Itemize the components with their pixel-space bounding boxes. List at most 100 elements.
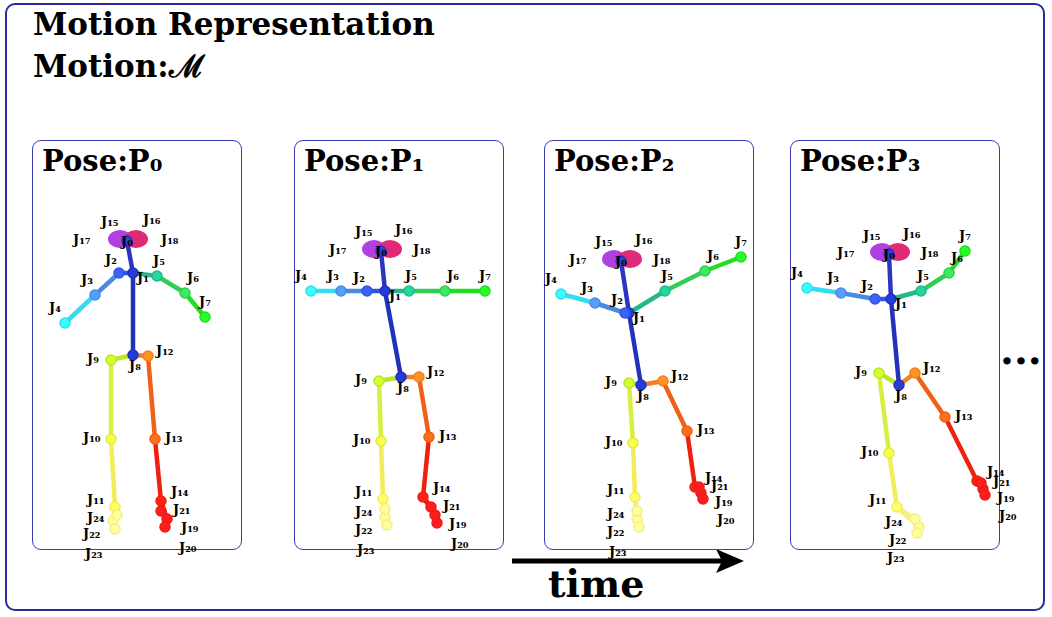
joint-label: J₁₇ xyxy=(837,246,855,259)
bone-line xyxy=(385,291,401,377)
bone-line xyxy=(663,381,687,431)
joint-dot xyxy=(682,426,692,436)
bone-line xyxy=(111,439,115,507)
joint-dot xyxy=(378,494,388,504)
joint-label: J₁₆ xyxy=(635,233,653,246)
joint-label: J₁₆ xyxy=(395,223,413,236)
joint-label: J₁₄ xyxy=(171,485,189,498)
joint-dot xyxy=(836,288,846,298)
joint-dot xyxy=(380,286,390,296)
joint-dot xyxy=(886,294,896,304)
bone-line xyxy=(629,383,633,443)
joint-label: J₁₃ xyxy=(955,409,973,422)
joint-label: J₈ xyxy=(637,389,649,402)
joint-dot xyxy=(382,520,392,530)
joint-label: J₁₈ xyxy=(161,233,179,246)
joint-label: J₁₀ xyxy=(605,435,623,448)
joint-label: J₁₅ xyxy=(101,215,119,228)
joint-dot xyxy=(160,522,170,532)
joint-dot xyxy=(940,412,950,422)
joint-dot xyxy=(874,368,884,378)
joint-dot xyxy=(480,286,490,296)
joint-label: J₁ xyxy=(389,289,401,302)
bone-line xyxy=(445,289,485,294)
pose-heading: Pose:P₂ xyxy=(554,145,674,178)
joint-dot xyxy=(180,288,190,298)
joint-label: J₀ xyxy=(121,235,133,248)
joint-dot xyxy=(910,368,920,378)
joint-dot xyxy=(418,492,428,502)
ellipsis-label: ... xyxy=(1000,330,1042,370)
bone-line xyxy=(65,295,95,323)
joint-label: J₁₈ xyxy=(921,246,939,259)
joint-dot xyxy=(414,372,424,382)
joint-label: J₅ xyxy=(153,254,165,267)
joint-dot xyxy=(374,376,384,386)
pose-heading: Pose:P₁ xyxy=(304,145,424,178)
joint-label: J₁₂ xyxy=(671,369,689,382)
joint-dot xyxy=(628,438,638,448)
joint-label: J₂₄ xyxy=(355,505,373,518)
joint-dot xyxy=(112,510,122,520)
bone-line xyxy=(131,273,136,355)
joint-dot xyxy=(884,448,894,458)
bone-line xyxy=(155,439,161,501)
joint-label: J₂₁ xyxy=(173,503,191,516)
bone-line xyxy=(109,360,114,439)
joint-label: J₁₃ xyxy=(165,431,183,444)
joint-label: J₂ xyxy=(105,253,117,266)
joint-label: J₄ xyxy=(545,272,557,285)
joint-dot xyxy=(156,506,166,516)
joint-label: J₁₇ xyxy=(329,243,347,256)
joint-label: J₆ xyxy=(707,249,719,262)
joint-label: J₁₉ xyxy=(181,521,199,534)
joint-dot xyxy=(106,355,116,365)
joint-label: J₁₆ xyxy=(143,213,161,226)
joint-dot xyxy=(870,294,880,304)
joint-label: J₂₂ xyxy=(83,527,101,540)
joint-dot xyxy=(658,376,668,386)
joint-label: J₂₂ xyxy=(889,533,907,546)
joint-label: J₁₇ xyxy=(569,253,587,266)
time-label: time xyxy=(548,565,644,603)
joint-label: J₈ xyxy=(895,389,907,402)
joint-dot xyxy=(152,271,162,281)
joint-label: J₇ xyxy=(735,235,747,248)
joint-label: J₉ xyxy=(855,365,867,378)
joint-dot xyxy=(60,318,70,328)
joint-label: J₁₅ xyxy=(355,225,373,238)
joint-dot xyxy=(634,522,644,532)
bone-line xyxy=(381,441,383,499)
joint-label: J₅ xyxy=(405,269,417,282)
joint-label: J₂₁ xyxy=(711,479,729,492)
joint-label: J₃ xyxy=(81,273,93,286)
joint-dot xyxy=(150,434,160,444)
pose-heading: Pose:P₀ xyxy=(42,145,162,178)
pose-box: Pose:P₁J₀J₁J₂J₃J₄J₅J₆J₇J₈J₉J₁₀J₁₁J₁₂J₁₃J… xyxy=(294,140,504,550)
joint-dot xyxy=(376,436,386,446)
joint-dot xyxy=(976,478,986,488)
bone-line xyxy=(891,299,899,385)
joint-label: J₁₁ xyxy=(869,493,887,506)
joint-label: J₁ xyxy=(137,271,149,284)
joint-dot xyxy=(620,308,630,318)
joint-label: J₁₂ xyxy=(156,344,174,357)
skeleton-figure xyxy=(791,141,1001,551)
joint-label: J₉ xyxy=(87,352,99,365)
joint-label: J₅ xyxy=(917,269,929,282)
bone-line xyxy=(889,453,897,507)
joint-label: J₄ xyxy=(295,269,307,282)
joint-dot xyxy=(90,290,100,300)
joint-label: J₀ xyxy=(615,255,627,268)
joint-dot xyxy=(694,482,704,492)
joint-dot xyxy=(424,432,434,442)
joint-label: J₁ xyxy=(633,311,645,324)
joint-dot xyxy=(432,518,442,528)
joint-label: J₁₁ xyxy=(87,493,105,506)
joint-label: J₁₃ xyxy=(439,429,457,442)
joint-dot xyxy=(802,283,812,293)
joint-label: J₃ xyxy=(827,271,839,284)
joint-label: J₂₂ xyxy=(607,525,625,538)
joint-label: J₁₉ xyxy=(449,517,467,530)
joint-label: J₇ xyxy=(959,229,971,242)
